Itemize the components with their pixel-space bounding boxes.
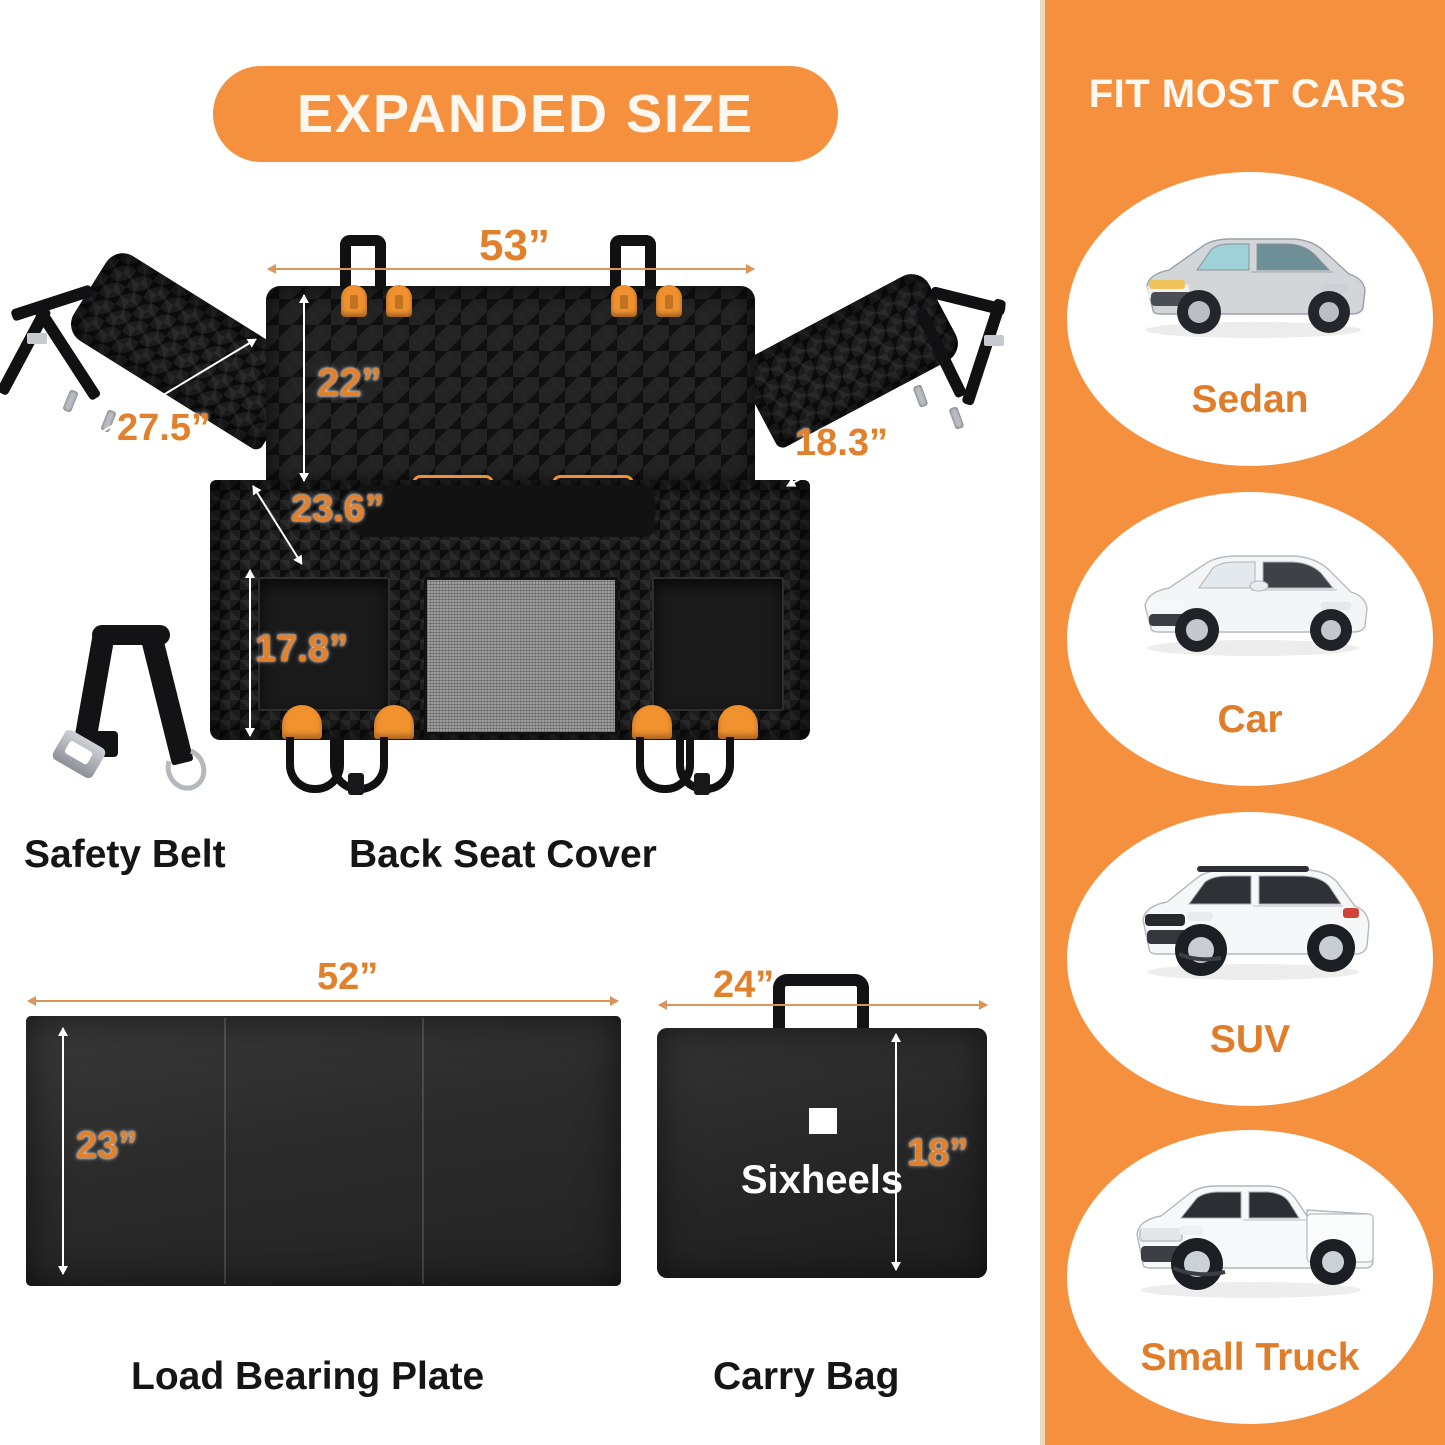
belt-strand-right <box>140 632 194 766</box>
plate-fold-line-2 <box>422 1018 424 1284</box>
storage-pocket-right <box>652 577 784 711</box>
belt-snap-hook-icon <box>158 740 214 798</box>
fit-most-cars-panel: FIT MOST CARS Sedan <box>1040 0 1445 1445</box>
mesh-viewing-window <box>424 577 618 735</box>
dimension-label-bag-height: 18” <box>907 1132 969 1174</box>
safety-belt-figure <box>48 625 238 810</box>
dimension-label-width-top: 53” <box>479 221 550 270</box>
dimension-line-plate-height <box>58 1027 68 1275</box>
headrest-strap-1 <box>340 235 386 289</box>
dimension-line-bag-width <box>658 1000 988 1010</box>
caption-carry-bag: Carry Bag <box>713 1355 900 1398</box>
caption-back-seat-cover: Back Seat Cover <box>349 833 657 876</box>
vehicle-label-car: Car <box>1217 698 1283 741</box>
suv-icon <box>1142 866 1370 980</box>
vehicle-ellipse-backdrop <box>1067 172 1433 466</box>
hatchback-icon <box>1144 555 1368 656</box>
vehicle-cell-small-truck: Small Truck <box>1067 1130 1433 1424</box>
dimension-label-seat-depth: 23.6” <box>291 488 384 530</box>
right-strap-clip-b <box>948 406 965 430</box>
headrest-anchor-tab-2 <box>386 285 412 317</box>
load-bearing-plate-figure: 52” 23” <box>0 956 640 1430</box>
bottom-anchor-tab-4 <box>718 705 758 739</box>
bottom-strap-buckle-1 <box>348 773 364 795</box>
dimension-label-front-drop: 17.8” <box>255 628 348 670</box>
headrest-strap-2 <box>610 235 656 289</box>
headrest-anchor-tab-4 <box>656 285 682 317</box>
backrest-panel <box>266 286 755 486</box>
vehicle-label-suv: SUV <box>1209 1018 1291 1061</box>
vehicle-ellipse-backdrop <box>1067 492 1433 786</box>
headrest-anchor-tab-3 <box>611 285 637 317</box>
load-bearing-plate-body <box>26 1016 621 1286</box>
storage-pocket-left <box>258 577 390 711</box>
carry-bag-body: Sixheels <box>657 1028 987 1278</box>
vehicle-ellipse-backdrop <box>1067 1130 1433 1424</box>
vehicle-cell-sedan: Sedan <box>1067 172 1433 466</box>
bench-smooth-zone <box>355 485 655 537</box>
caption-safety-belt: Safety Belt <box>24 833 226 876</box>
bottom-anchor-tab-2 <box>374 705 414 739</box>
expanded-size-panel: EXPANDED SIZE <box>0 0 1040 1445</box>
bottom-anchor-tab-1 <box>282 705 322 739</box>
dimension-label-plate-width: 52” <box>317 956 379 998</box>
bottom-strap-buckle-2 <box>694 773 710 795</box>
dimension-line-width-top <box>267 264 755 274</box>
expanded-size-badge: EXPANDED SIZE <box>213 66 838 162</box>
right-strap-clip-a <box>912 384 929 408</box>
headrest-anchor-tab-1 <box>341 285 367 317</box>
expanded-size-badge-label: EXPANDED SIZE <box>296 84 755 144</box>
dimension-label-bag-width: 24” <box>713 964 775 1006</box>
vehicle-label-small-truck: Small Truck <box>1140 1336 1360 1379</box>
left-strap-clip-a <box>62 389 79 413</box>
vehicle-ellipse-backdrop <box>1067 812 1433 1106</box>
dimension-label-left-flap: 27.5” <box>117 407 210 449</box>
dimension-label-plate-height: 23” <box>76 1125 138 1167</box>
left-strap-slider <box>27 333 47 344</box>
carry-bag-label-tag <box>809 1108 837 1134</box>
dimension-line-front-drop <box>245 569 255 737</box>
fit-most-cars-title: FIT MOST CARS <box>1088 72 1407 116</box>
vehicle-cell-suv: SUV <box>1067 812 1433 1106</box>
bottom-anchor-tab-3 <box>632 705 672 739</box>
dimension-label-right-flap: 18.3” <box>795 422 888 464</box>
plate-fold-line-1 <box>224 1018 226 1284</box>
back-seat-cover-figure: 53” 22” 27.5” 18.3” 23.6” 17.8” <box>0 185 1040 835</box>
carry-bag-brand-text: Sixheels <box>740 1158 904 1202</box>
caption-load-bearing-plate: Load Bearing Plate <box>131 1355 485 1398</box>
dimension-label-backrest-height: 22” <box>317 361 382 405</box>
carry-bag-figure: Sixheels 24” 18” <box>645 960 1040 1430</box>
right-strap-slider <box>984 335 1004 346</box>
sedan-icon <box>1145 238 1366 338</box>
vehicle-label-sedan: Sedan <box>1191 378 1309 421</box>
pickup-truck-icon <box>1136 1185 1374 1298</box>
dimension-line-bag-height <box>891 1033 901 1271</box>
dimension-line-plate-width <box>27 996 619 1006</box>
dimension-line-backrest-height <box>299 294 309 482</box>
vehicle-cell-car: Car <box>1067 492 1433 786</box>
